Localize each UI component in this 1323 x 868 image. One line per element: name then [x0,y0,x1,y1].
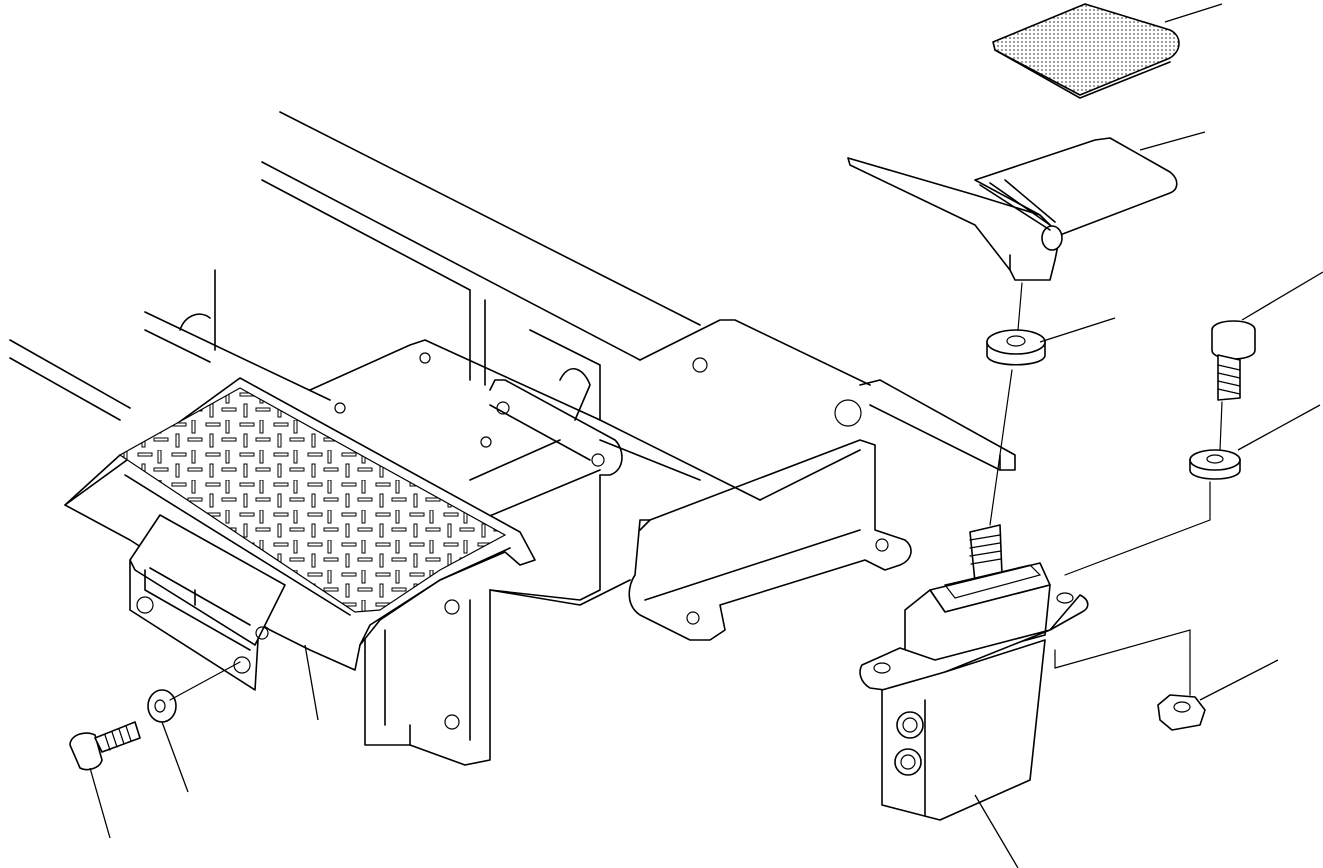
step-plate [64,377,536,691]
washer-right [1189,449,1241,480]
pedal-spacer [986,329,1046,366]
frame-structure [9,111,1016,766]
leader-lines [89,3,1323,868]
washer-left [147,689,177,723]
valve-assembly [859,524,1089,821]
mounting-bolt [1211,320,1256,401]
step-bolt [69,721,141,771]
assembly-lines [989,282,1223,696]
nut [1157,694,1206,731]
pedal [847,137,1178,281]
pedal-cover-pad [992,3,1180,99]
assembly-line-left [169,661,241,701]
